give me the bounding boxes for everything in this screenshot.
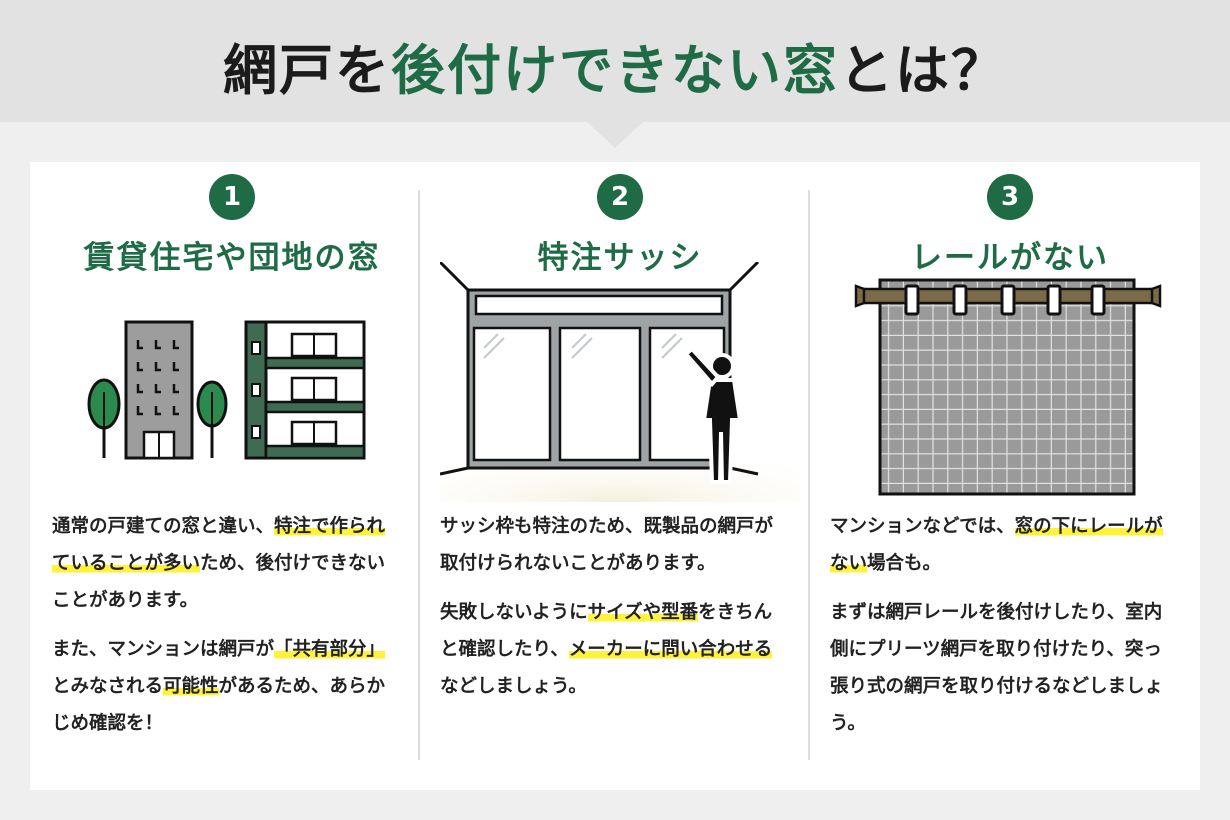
text-run: サッシ枠も特注のため、既製品の網戸が取付けられないことがあります。 [440,516,774,574]
curtain-rod-net-illustration [830,262,1190,502]
number-badge: 3 [987,174,1033,220]
text-run: 場合も。 [867,553,942,574]
text-run: マンションなどでは、 [830,516,1015,537]
window-pane [472,326,726,462]
highlight-text: 可能性 [163,676,219,697]
title-part1: 網戸を [223,39,391,102]
apartment-buildings-illustration [52,262,412,502]
text-run: ため、後付けできないことがあります。 [52,553,386,611]
ring-clip-icon [904,284,1106,316]
paragraph: 失敗しないようにサイズや型番をきちんと確認したり、メーカーに問い合わせるなどしま… [440,594,790,705]
title-part2: とは？ [839,39,1007,102]
page-title: 網戸を後付けできない窓とは？ [0,26,1230,105]
text-run: また、マンションは網戸が [52,639,275,660]
column-body: サッシ枠も特注のため、既製品の網戸が取付けられないことがあります。 失敗しないよ… [440,508,790,717]
column-title: レールがない [911,240,1109,276]
title-accent: 後付けできない窓 [391,39,839,102]
person-icon [683,346,743,484]
column-divider [418,190,420,760]
column-body: 通常の戸建ての窓と違い、特注で作られていることが多いため、後付けできないことがあ… [52,508,402,754]
paragraph: サッシ枠も特注のため、既製品の網戸が取付けられないことがあります。 [440,508,790,582]
text-run: まずは網戸レールを後付けしたり、室内側にプリーツ網戸を取り付けたり、突っ張り式の… [830,602,1164,734]
highlight-text: メーカーに問い合わせる [568,639,773,660]
text-run: とみなされる [52,676,164,697]
column-rental-housing: 1 賃貸住宅や団地の窓 [52,172,412,734]
header-band [0,0,1230,122]
column-no-rail: 3 レールがない [830,172,1190,734]
highlight-text: 「共有部分」 [274,639,386,660]
column-title: 賃貸住宅や団地の窓 [83,240,381,276]
tall-building-icon [124,320,194,460]
tree-icon [196,380,228,458]
header-pointer [585,120,645,148]
text-run: などしましょう。 [440,676,587,697]
column-divider [808,190,810,760]
number-badge: 1 [209,174,255,220]
paragraph: 通常の戸建ての窓と違い、特注で作られていることが多いため、後付けできないことがあ… [52,508,402,619]
tree-icon [87,378,121,458]
apartment-block-icon [244,320,366,460]
paragraph: マンションなどでは、窓の下にレールがない場合も。 [830,508,1180,582]
text-run: 通常の戸建ての窓と違い、 [52,516,275,537]
number-badge: 2 [597,174,643,220]
custom-sash-illustration [438,260,800,502]
column-custom-sash: 2 特注サッシ [438,172,800,697]
highlight-text: サイズや型番 [587,602,699,623]
column-title: 特注サッシ [537,240,703,276]
text-run: があるため、あらかじめ確認を！ [52,676,386,734]
paragraph: まずは網戸レールを後付けしたり、室内側にプリーツ網戸を取り付けたり、突っ張り式の… [830,594,1180,742]
text-run: 失敗しないように [440,602,588,623]
paragraph: また、マンションは網戸が「共有部分」とみなされる可能性があるため、あらかじめ確認… [52,631,402,742]
text-run: をきちんと確認したり、 [440,602,773,660]
column-body: マンションなどでは、窓の下にレールがない場合も。 まずは網戸レールを後付けしたり… [830,508,1180,754]
